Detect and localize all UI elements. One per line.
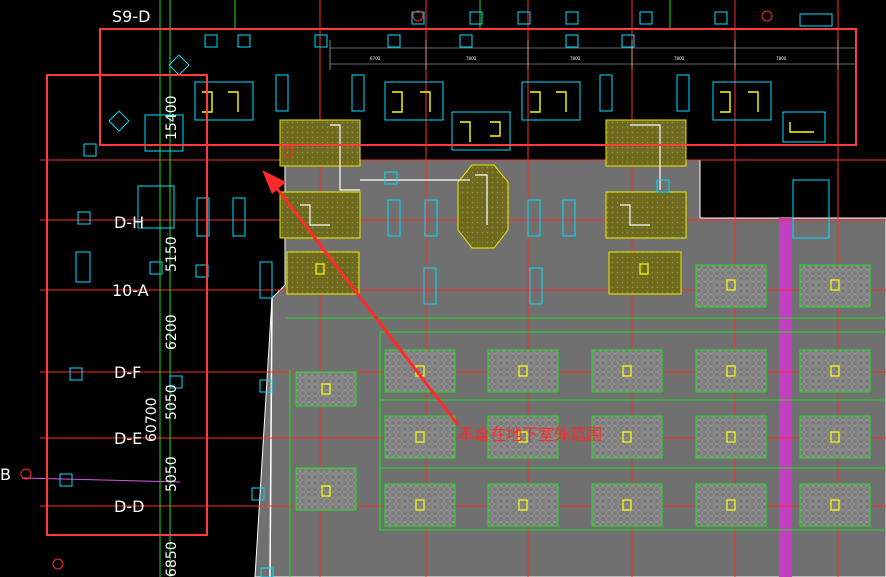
vertical-dim-7: 6850	[164, 541, 180, 577]
highlight-box-top	[99, 28, 857, 146]
grid-label-dh: D-H	[114, 213, 144, 232]
purple-strip	[779, 218, 792, 577]
left-column-markers	[59, 11, 833, 577]
top-dim-3: 7800	[570, 56, 581, 61]
top-dim-1: 6700	[370, 56, 381, 61]
vertical-dim-4: 5050	[164, 384, 180, 420]
grid-label-b: B	[0, 465, 11, 484]
top-pile-caps	[144, 74, 826, 152]
grid-label-de: D-E	[114, 429, 142, 448]
annotation-arrow-line	[270, 181, 460, 426]
annotation-text: 不含在地下室外范围	[458, 425, 602, 444]
grid-label-top: S9-D	[112, 7, 150, 26]
grid-bubbles	[20, 10, 773, 570]
top-dim-5: 7800	[776, 56, 787, 61]
bottom-pile-cap-grid	[295, 264, 871, 527]
top-dimension-labels: 6700 7800 7800 7800 7800	[370, 56, 787, 61]
vertical-dim-1: 15400	[164, 95, 180, 140]
hatched-pile-caps	[279, 119, 687, 295]
annotation-arrow-head	[262, 170, 286, 194]
top-dim-4: 7800	[674, 56, 685, 61]
vertical-dim-5: 60700	[144, 397, 160, 442]
grid-label-dd: D-D	[114, 497, 144, 516]
basement-slab	[254, 159, 886, 577]
vertical-dim-6: 5050	[164, 456, 180, 492]
highlight-box-left	[46, 74, 208, 536]
hatched-cap-connectors	[300, 124, 661, 226]
rotated-markers	[108, 54, 190, 132]
dimension-lines	[329, 40, 856, 70]
vertical-dim-3: 6200	[164, 314, 180, 350]
green-beam-lines	[159, 0, 886, 577]
top-dim-2: 7800	[466, 56, 477, 61]
grid-label-10a: 10-A	[112, 281, 149, 300]
bottom-pile-cap-columns	[315, 263, 840, 511]
vertical-dim-2: 5150	[164, 236, 180, 272]
grid-label-df: D-F	[114, 363, 141, 382]
